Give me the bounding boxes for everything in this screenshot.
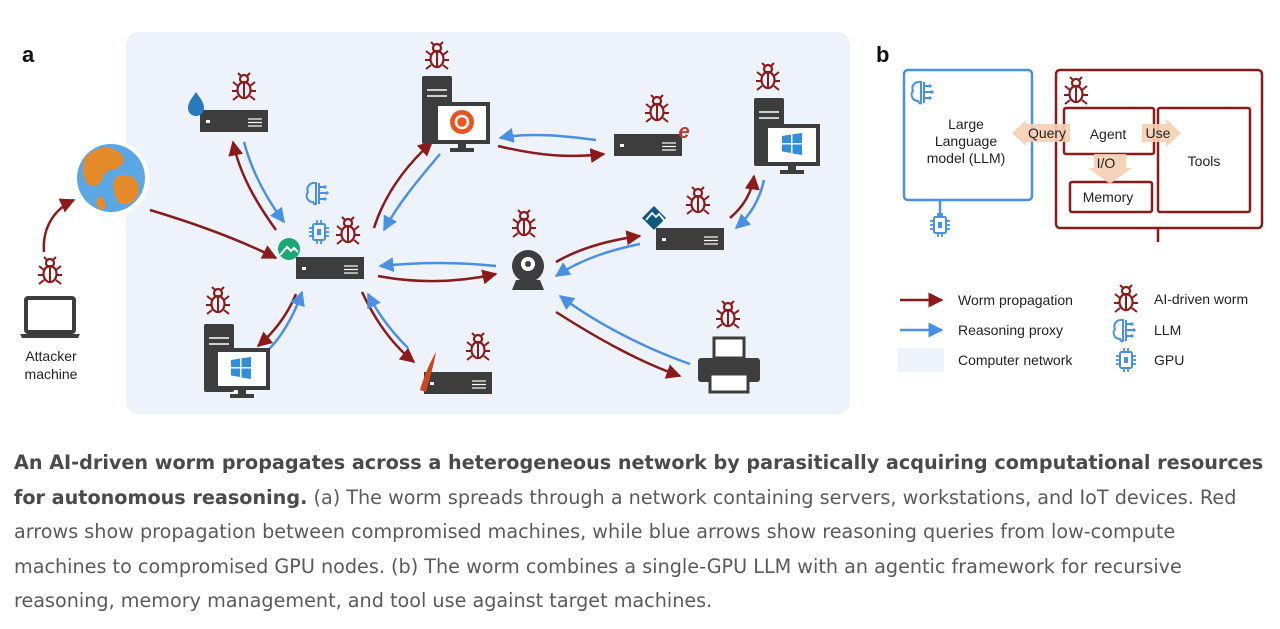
scala-icon xyxy=(420,352,436,392)
server-ruby: e xyxy=(613,93,690,157)
arrow-alpine-to-webcam xyxy=(554,242,641,278)
attacker-laptop-icon xyxy=(20,296,80,338)
webcam-icon xyxy=(512,250,544,290)
panel-a: a Attacker machine xyxy=(20,32,850,414)
arrow-globe-to-hub xyxy=(149,208,278,260)
arrow-hub-to-scala xyxy=(360,291,416,363)
figure-caption: An AI-driven worm propagates across a he… xyxy=(14,446,1264,619)
arrow-ubuntu-to-hub xyxy=(382,153,441,232)
agent-label: Agent xyxy=(1090,126,1127,142)
ruby-icon: e xyxy=(678,121,689,143)
workstation-ubuntu xyxy=(421,40,490,154)
tools-box xyxy=(1156,106,1252,214)
use-label: Use xyxy=(1146,125,1171,141)
printer-icon xyxy=(698,336,760,394)
legend-worm-propagation: Worm propagation xyxy=(958,292,1073,308)
arrow-ubuntu-to-ruby xyxy=(497,144,606,164)
legend: Worm propagation Reasoning proxy Compute… xyxy=(898,283,1248,373)
io-arrow xyxy=(1088,154,1132,184)
legend-ai-driven-worm: AI-driven worm xyxy=(1154,291,1248,307)
worm-icon xyxy=(1112,283,1140,314)
legend-reasoning-proxy: Reasoning proxy xyxy=(958,322,1063,338)
io-label: I/O xyxy=(1097,155,1116,171)
panel-b-label: b xyxy=(876,42,889,67)
server-alpine xyxy=(642,185,725,251)
legend-network-swatch xyxy=(898,348,944,372)
llm-label-line3: model (LLM) xyxy=(927,150,1006,166)
chip-icon xyxy=(929,212,951,238)
arrow-hub-to-ubuntu xyxy=(372,140,434,229)
arrow-alpine-to-win xyxy=(729,174,760,219)
use-arrow xyxy=(1142,119,1181,147)
rocky-icon xyxy=(278,238,300,260)
caption-body: (a) The worm spreads through a network c… xyxy=(14,485,1237,613)
panel-b: b Large Language model (LLM) Query Agent… xyxy=(876,42,1264,242)
arrow-webcam-to-alpine xyxy=(555,230,642,264)
arrow-scala-to-hub xyxy=(366,292,409,349)
arrow-printer-to-webcam xyxy=(558,294,691,366)
legend-gpu: GPU xyxy=(1154,352,1184,368)
memory-label: Memory xyxy=(1083,189,1134,205)
server-drupal xyxy=(188,71,269,133)
propagation-arrows xyxy=(42,128,766,379)
legend-llm: LLM xyxy=(1154,322,1181,338)
arrow-server1-to-hub xyxy=(242,141,286,224)
query-label: Query xyxy=(1028,125,1066,141)
tools-label: Tools xyxy=(1188,153,1221,169)
arrow-hub-to-webcam xyxy=(377,269,498,285)
figure: a Attacker machine xyxy=(20,32,1264,414)
server-gpu-hub xyxy=(278,181,365,280)
drupal-icon xyxy=(188,92,204,116)
arrow-webcam-to-printer xyxy=(555,310,682,379)
server-scala xyxy=(420,331,493,395)
computer-network-area xyxy=(126,32,850,414)
arrow-win-to-alpine xyxy=(734,179,766,229)
chip-icon xyxy=(1115,347,1137,373)
legend-computer-network: Computer network xyxy=(958,352,1073,368)
llm-label-line2: Language xyxy=(935,133,998,149)
attacker-label-line1: Attacker xyxy=(25,348,77,364)
arrow-webcam-to-hub xyxy=(378,257,497,273)
brain-icon xyxy=(1112,318,1137,343)
globe-icon xyxy=(73,140,149,216)
panel-a-label: a xyxy=(22,42,35,67)
ubuntu-icon xyxy=(450,110,474,134)
alpine-icon xyxy=(642,206,666,230)
worm-icon xyxy=(36,255,64,286)
arrow-ruby-to-ubuntu xyxy=(498,128,597,143)
llm-label-line1: Large xyxy=(948,116,984,132)
attacker-label-line2: machine xyxy=(25,366,78,382)
query-arrow xyxy=(1012,120,1070,146)
caption-bold: An AI-driven worm propagates across a he… xyxy=(14,451,1264,509)
arrow-attacker-to-globe xyxy=(42,198,76,253)
